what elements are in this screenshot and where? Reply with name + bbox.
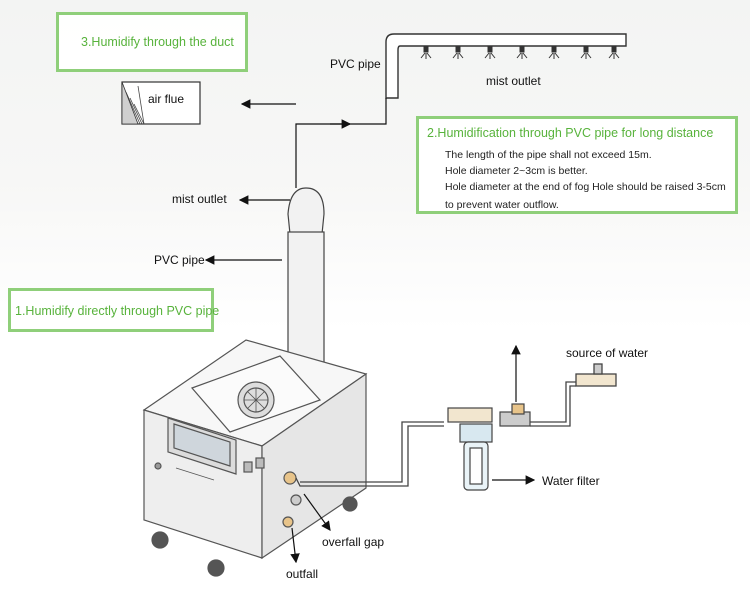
mist-tube — [287, 187, 325, 379]
label-overfall-gap: overfall gap — [322, 535, 385, 549]
direct-box-title: 1.Humidify directly through PVC pipe — [15, 304, 220, 318]
note-prevent-outflow: to prevent water outflow. — [445, 199, 559, 211]
label-source-of-water: source of water — [566, 346, 649, 360]
long-distance-box-title: 2.Humidification through PVC pipe for lo… — [427, 126, 714, 140]
humidifier-machine — [142, 339, 368, 577]
label-pvc-pipe-top: PVC pipe — [330, 57, 381, 71]
label-pvc-pipe: PVC pipe — [154, 253, 205, 267]
air-flue — [121, 81, 201, 125]
label-mist-outlet-top: mist outlet — [486, 74, 541, 88]
label-outfall: outfall — [286, 567, 319, 581]
duct-box-title: 3.Humidify through the duct — [81, 35, 234, 49]
label-mist-outlet: mist outlet — [172, 192, 227, 206]
duct-box: 3.Humidify through the duct — [56, 12, 248, 72]
water-filter-unit — [447, 403, 531, 491]
label-water-filter: Water filter — [542, 474, 600, 488]
long-distance-box: 2.Humidification through PVC pipe for lo… — [416, 116, 738, 214]
filter-arrows — [492, 344, 536, 485]
water-line — [295, 363, 617, 487]
outlet-arrows — [290, 493, 331, 564]
top-pvc-pipe — [385, 33, 627, 99]
note-hole-diameter: Hole diameter 2~3cm is better. — [445, 165, 588, 177]
mist-nozzles — [420, 45, 620, 59]
label-air-flue: air flue — [148, 92, 185, 106]
note-end-hole: Hole diameter at the end of fog Hole sho… — [445, 181, 726, 193]
direct-box: 1.Humidify directly through PVC pipe — [8, 288, 219, 332]
flow-lines — [204, 98, 387, 265]
note-pipe-length: The length of the pipe shall not exceed … — [445, 149, 652, 161]
